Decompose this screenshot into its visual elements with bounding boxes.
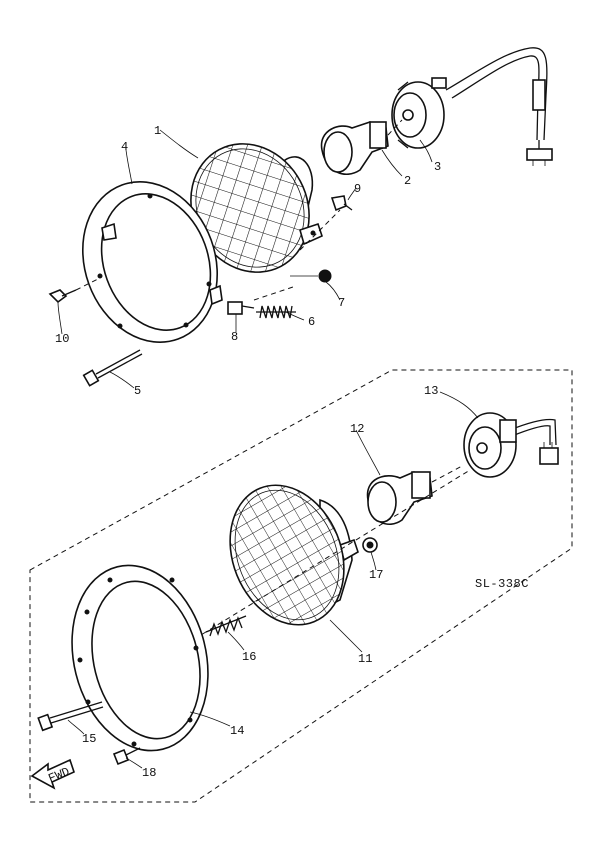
callout-1: 1: [154, 124, 161, 138]
callout-7: 7: [338, 296, 345, 310]
spring-6: [256, 305, 296, 319]
bulb-socket-upper: [391, 77, 447, 149]
nut-7: [290, 269, 332, 283]
screw-9: [330, 195, 353, 212]
callout-18: 18: [142, 766, 156, 780]
bulb-upper: [320, 119, 403, 175]
callout-15: 15: [82, 732, 96, 746]
spring-16: [205, 615, 247, 637]
connector-upper: [526, 148, 553, 161]
leader-lines: [57, 129, 479, 769]
bulb-socket-lower: [463, 412, 517, 478]
screw-15: [37, 701, 104, 732]
callout-16: 16: [242, 650, 256, 664]
callout-11: 11: [358, 652, 372, 666]
callout-9: 9: [354, 182, 361, 196]
screw-5: [82, 349, 143, 387]
callout-2: 2: [404, 174, 411, 188]
lower-assembly: FWD: [30, 412, 559, 790]
lens-unit-lower: [220, 470, 360, 640]
bulb-lower: [366, 465, 463, 525]
callouts: 1 2 3 4 5 6 7 8 9 10 11 12 13 14 15 16 1…: [55, 124, 441, 780]
callout-5: 5: [134, 384, 141, 398]
connector-lower: [539, 447, 559, 465]
nut-17: [362, 537, 378, 553]
callout-3: 3: [434, 160, 441, 174]
callout-4: 4: [121, 140, 128, 154]
callout-8: 8: [231, 330, 238, 344]
callout-10: 10: [55, 332, 69, 346]
callout-14: 14: [230, 724, 244, 738]
screw-10: [48, 277, 101, 304]
callout-17: 17: [369, 568, 383, 582]
rim-upper: [81, 181, 223, 343]
callout-13: 13: [424, 384, 438, 398]
upper-assembly: [48, 47, 553, 387]
callout-6: 6: [308, 315, 315, 329]
screw-18: [112, 747, 141, 766]
forward-arrow-icon: FWD: [30, 758, 75, 790]
rim-lower: [71, 564, 209, 752]
screw-8: [227, 285, 297, 315]
wire-harness-upper: [445, 47, 548, 141]
callout-12: 12: [350, 422, 364, 436]
diagram-code: SL-338C: [475, 577, 529, 591]
